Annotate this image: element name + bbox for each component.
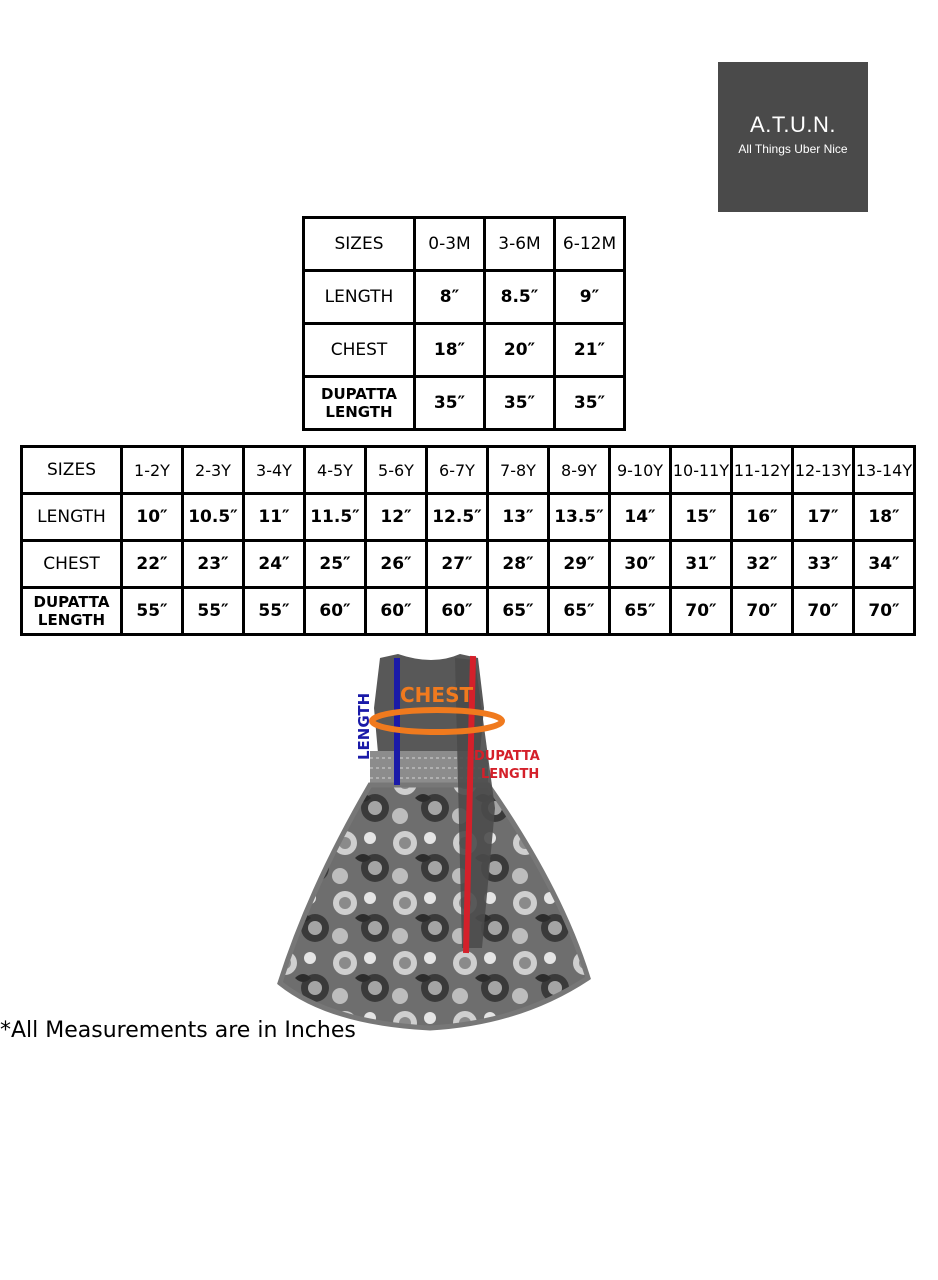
value-cell: 60″: [303, 586, 367, 636]
value-cell: 60″: [364, 586, 428, 636]
table-row: LENGTH 8″ 8.5″ 9″: [302, 269, 626, 325]
value-cell: 24″: [242, 539, 306, 589]
header-cell: 10-11Y: [669, 445, 733, 495]
dupatta-marker-line: [463, 655, 476, 954]
table-row: DUPATTA LENGTH 55″ 55″ 55″ 60″ 60″ 60″ 6…: [20, 586, 916, 636]
value-cell: 18″: [413, 322, 486, 378]
dress-skirt: [277, 782, 591, 1031]
length-label: LENGTH: [355, 693, 373, 760]
value-cell: 25″: [303, 539, 367, 589]
row-label: LENGTH: [302, 269, 416, 325]
value-cell: 29″: [547, 539, 611, 589]
value-cell: 35″: [413, 375, 486, 431]
value-cell: 27″: [425, 539, 489, 589]
value-cell: 12″: [364, 492, 428, 542]
header-cell: 1-2Y: [120, 445, 184, 495]
value-cell: 65″: [486, 586, 550, 636]
value-cell: 15″: [669, 492, 733, 542]
table-header-row: SIZES 0-3M 3-6M 6-12M: [302, 216, 626, 272]
value-cell: 11″: [242, 492, 306, 542]
header-cell: SIZES: [302, 216, 416, 272]
row-label: CHEST: [20, 539, 123, 589]
value-cell: 70″: [852, 586, 916, 636]
row-label: DUPATTA LENGTH: [302, 375, 416, 431]
value-cell: 13″: [486, 492, 550, 542]
row-label: LENGTH: [20, 492, 123, 542]
header-cell: 3-4Y: [242, 445, 306, 495]
value-cell: 31″: [669, 539, 733, 589]
row-label: DUPATTA LENGTH: [20, 586, 123, 636]
header-cell: 9-10Y: [608, 445, 672, 495]
value-cell: 16″: [730, 492, 794, 542]
value-cell: 14″: [608, 492, 672, 542]
value-cell: 23″: [181, 539, 245, 589]
value-cell: 10″: [120, 492, 184, 542]
row-label: CHEST: [302, 322, 416, 378]
header-cell: 11-12Y: [730, 445, 794, 495]
value-cell: 32″: [730, 539, 794, 589]
chest-label: CHEST: [400, 683, 473, 707]
brand-logo: A.T.U.N. All Things Uber Nice: [718, 62, 868, 212]
value-cell: 10.5″: [181, 492, 245, 542]
header-cell: SIZES: [20, 445, 123, 495]
value-cell: 12.5″: [425, 492, 489, 542]
table-header-row: SIZES 1-2Y 2-3Y 3-4Y 4-5Y 5-6Y 6-7Y 7-8Y…: [20, 445, 916, 495]
value-cell: 55″: [181, 586, 245, 636]
header-cell: 12-13Y: [791, 445, 855, 495]
value-cell: 35″: [553, 375, 626, 431]
header-cell: 8-9Y: [547, 445, 611, 495]
value-cell: 33″: [791, 539, 855, 589]
value-cell: 65″: [608, 586, 672, 636]
brand-name: A.T.U.N.: [750, 112, 836, 137]
header-cell: 0-3M: [413, 216, 486, 272]
value-cell: 18″: [852, 492, 916, 542]
chest-marker-ellipse: [369, 707, 505, 735]
table-row: CHEST 22″ 23″ 24″ 25″ 26″ 27″ 28″ 29″ 30…: [20, 539, 916, 589]
value-cell: 70″: [669, 586, 733, 636]
header-cell: 7-8Y: [486, 445, 550, 495]
value-cell: 9″: [553, 269, 626, 325]
value-cell: 30″: [608, 539, 672, 589]
value-cell: 55″: [242, 586, 306, 636]
table-row: LENGTH 10″ 10.5″ 11″ 11.5″ 12″ 12.5″ 13″…: [20, 492, 916, 542]
value-cell: 70″: [791, 586, 855, 636]
header-cell: 4-5Y: [303, 445, 367, 495]
value-cell: 22″: [120, 539, 184, 589]
value-cell: 11.5″: [303, 492, 367, 542]
table-row: CHEST 18″ 20″ 21″: [302, 322, 626, 378]
value-cell: 34″: [852, 539, 916, 589]
kids-size-table: SIZES 1-2Y 2-3Y 3-4Y 4-5Y 5-6Y 6-7Y 7-8Y…: [20, 445, 916, 636]
header-cell: 2-3Y: [181, 445, 245, 495]
value-cell: 28″: [486, 539, 550, 589]
value-cell: 26″: [364, 539, 428, 589]
value-cell: 65″: [547, 586, 611, 636]
value-cell: 13.5″: [547, 492, 611, 542]
value-cell: 35″: [483, 375, 556, 431]
header-cell: 13-14Y: [852, 445, 916, 495]
brand-tagline: All Things Uber Nice: [738, 142, 848, 156]
dupatta-label-line1: DUPATTA: [474, 749, 540, 764]
table-row: DUPATTA LENGTH 35″ 35″ 35″: [302, 375, 626, 431]
value-cell: 60″: [425, 586, 489, 636]
value-cell: 8.5″: [483, 269, 556, 325]
value-cell: 21″: [553, 322, 626, 378]
header-cell: 5-6Y: [364, 445, 428, 495]
header-cell: 6-7Y: [425, 445, 489, 495]
dupatta-label-line2: LENGTH: [481, 767, 539, 782]
infant-size-table: SIZES 0-3M 3-6M 6-12M LENGTH 8″ 8.5″ 9″ …: [302, 216, 626, 431]
value-cell: 55″: [120, 586, 184, 636]
value-cell: 8″: [413, 269, 486, 325]
measurement-footnote: *All Measurements are in Inches: [0, 1018, 356, 1043]
value-cell: 17″: [791, 492, 855, 542]
value-cell: 70″: [730, 586, 794, 636]
dress-measurement-diagram: CHEST LENGTH DUPATTA LENGTH: [277, 654, 591, 1031]
header-cell: 3-6M: [483, 216, 556, 272]
value-cell: 20″: [483, 322, 556, 378]
header-cell: 6-12M: [553, 216, 626, 272]
